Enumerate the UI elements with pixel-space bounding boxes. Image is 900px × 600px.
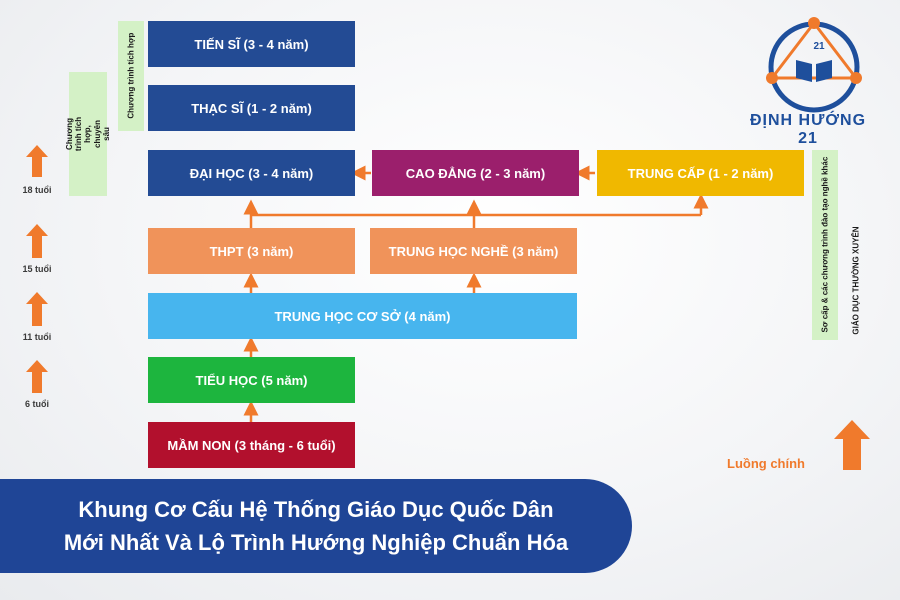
age-arrow-11 — [26, 292, 48, 326]
side-label-integrated: Chương trình tích hợp — [118, 21, 144, 131]
side-label-vocational: Sơ cấp & các chương trình đào tạo nghề k… — [812, 150, 838, 340]
legend-arrow — [834, 420, 870, 470]
side-label-vocational-text: Sơ cấp & các chương trình đào tạo nghề k… — [820, 157, 830, 333]
age-label-6: 6 tuổi — [25, 399, 49, 409]
stage-trung-hoc-nghe: TRUNG HỌC NGHỀ (3 năm) — [370, 228, 577, 274]
side-label-continuing-text: GIÁO DỤC THƯỜNG XUYÊN — [851, 225, 861, 335]
age-arrow-15 — [26, 224, 48, 258]
stage-thac-si: THẠC SĨ (1 - 2 năm) — [148, 85, 355, 131]
stage-mam-non: MẦM NON (3 tháng - 6 tuổi) — [148, 422, 355, 468]
title-banner: Khung Cơ Cấu Hệ Thống Giáo Dục Quốc Dân … — [0, 479, 632, 573]
side-label-continuing: GIÁO DỤC THƯỜNG XUYÊN — [846, 215, 866, 345]
banner-line-2: Mới Nhất Và Lộ Trình Hướng Nghiệp Chuẩn … — [63, 530, 569, 555]
stage-dai-hoc: ĐẠI HỌC (3 - 4 năm) — [148, 150, 355, 196]
logo-number: 21 — [813, 41, 825, 52]
age-label-11: 11 tuổi — [22, 332, 52, 342]
stage-tien-si: TIẾN SĨ (3 - 4 năm) — [148, 21, 355, 67]
side-label-integrated-text: Chương trình tích hợp — [126, 32, 136, 120]
age-arrow-6 — [26, 360, 48, 393]
age-arrow-18 — [26, 145, 48, 177]
stage-tieu-hoc: TIỂU HỌC (5 năm) — [148, 357, 355, 403]
banner-line-1: Khung Cơ Cấu Hệ Thống Giáo Dục Quốc Dân — [78, 497, 554, 522]
age-label-15: 15 tuổi — [22, 264, 52, 274]
side-label-integrated-deep: Chương trình tích hợp, chuyên sâu — [65, 72, 111, 196]
side-label-integrated-deep-text: Chương trình tích hợp, chuyên sâu — [65, 116, 111, 152]
stage-thpt: THPT (3 năm) — [148, 228, 355, 274]
stage-trung-cap: TRUNG CẤP (1 - 2 năm) — [597, 150, 804, 196]
stage-trung-hoc-co-so: TRUNG HỌC CƠ SỞ (4 năm) — [148, 293, 577, 339]
legend-main-flow: Luồng chính — [727, 456, 805, 471]
logo-name: ĐỊNH HƯỚNG 21 — [749, 112, 867, 147]
banner-title: Khung Cơ Cấu Hệ Thống Giáo Dục Quốc Dân … — [0, 493, 632, 559]
stage-cao-dang: CAO ĐẲNG (2 - 3 năm) — [372, 150, 579, 196]
age-label-18: 18 tuổi — [22, 185, 52, 195]
